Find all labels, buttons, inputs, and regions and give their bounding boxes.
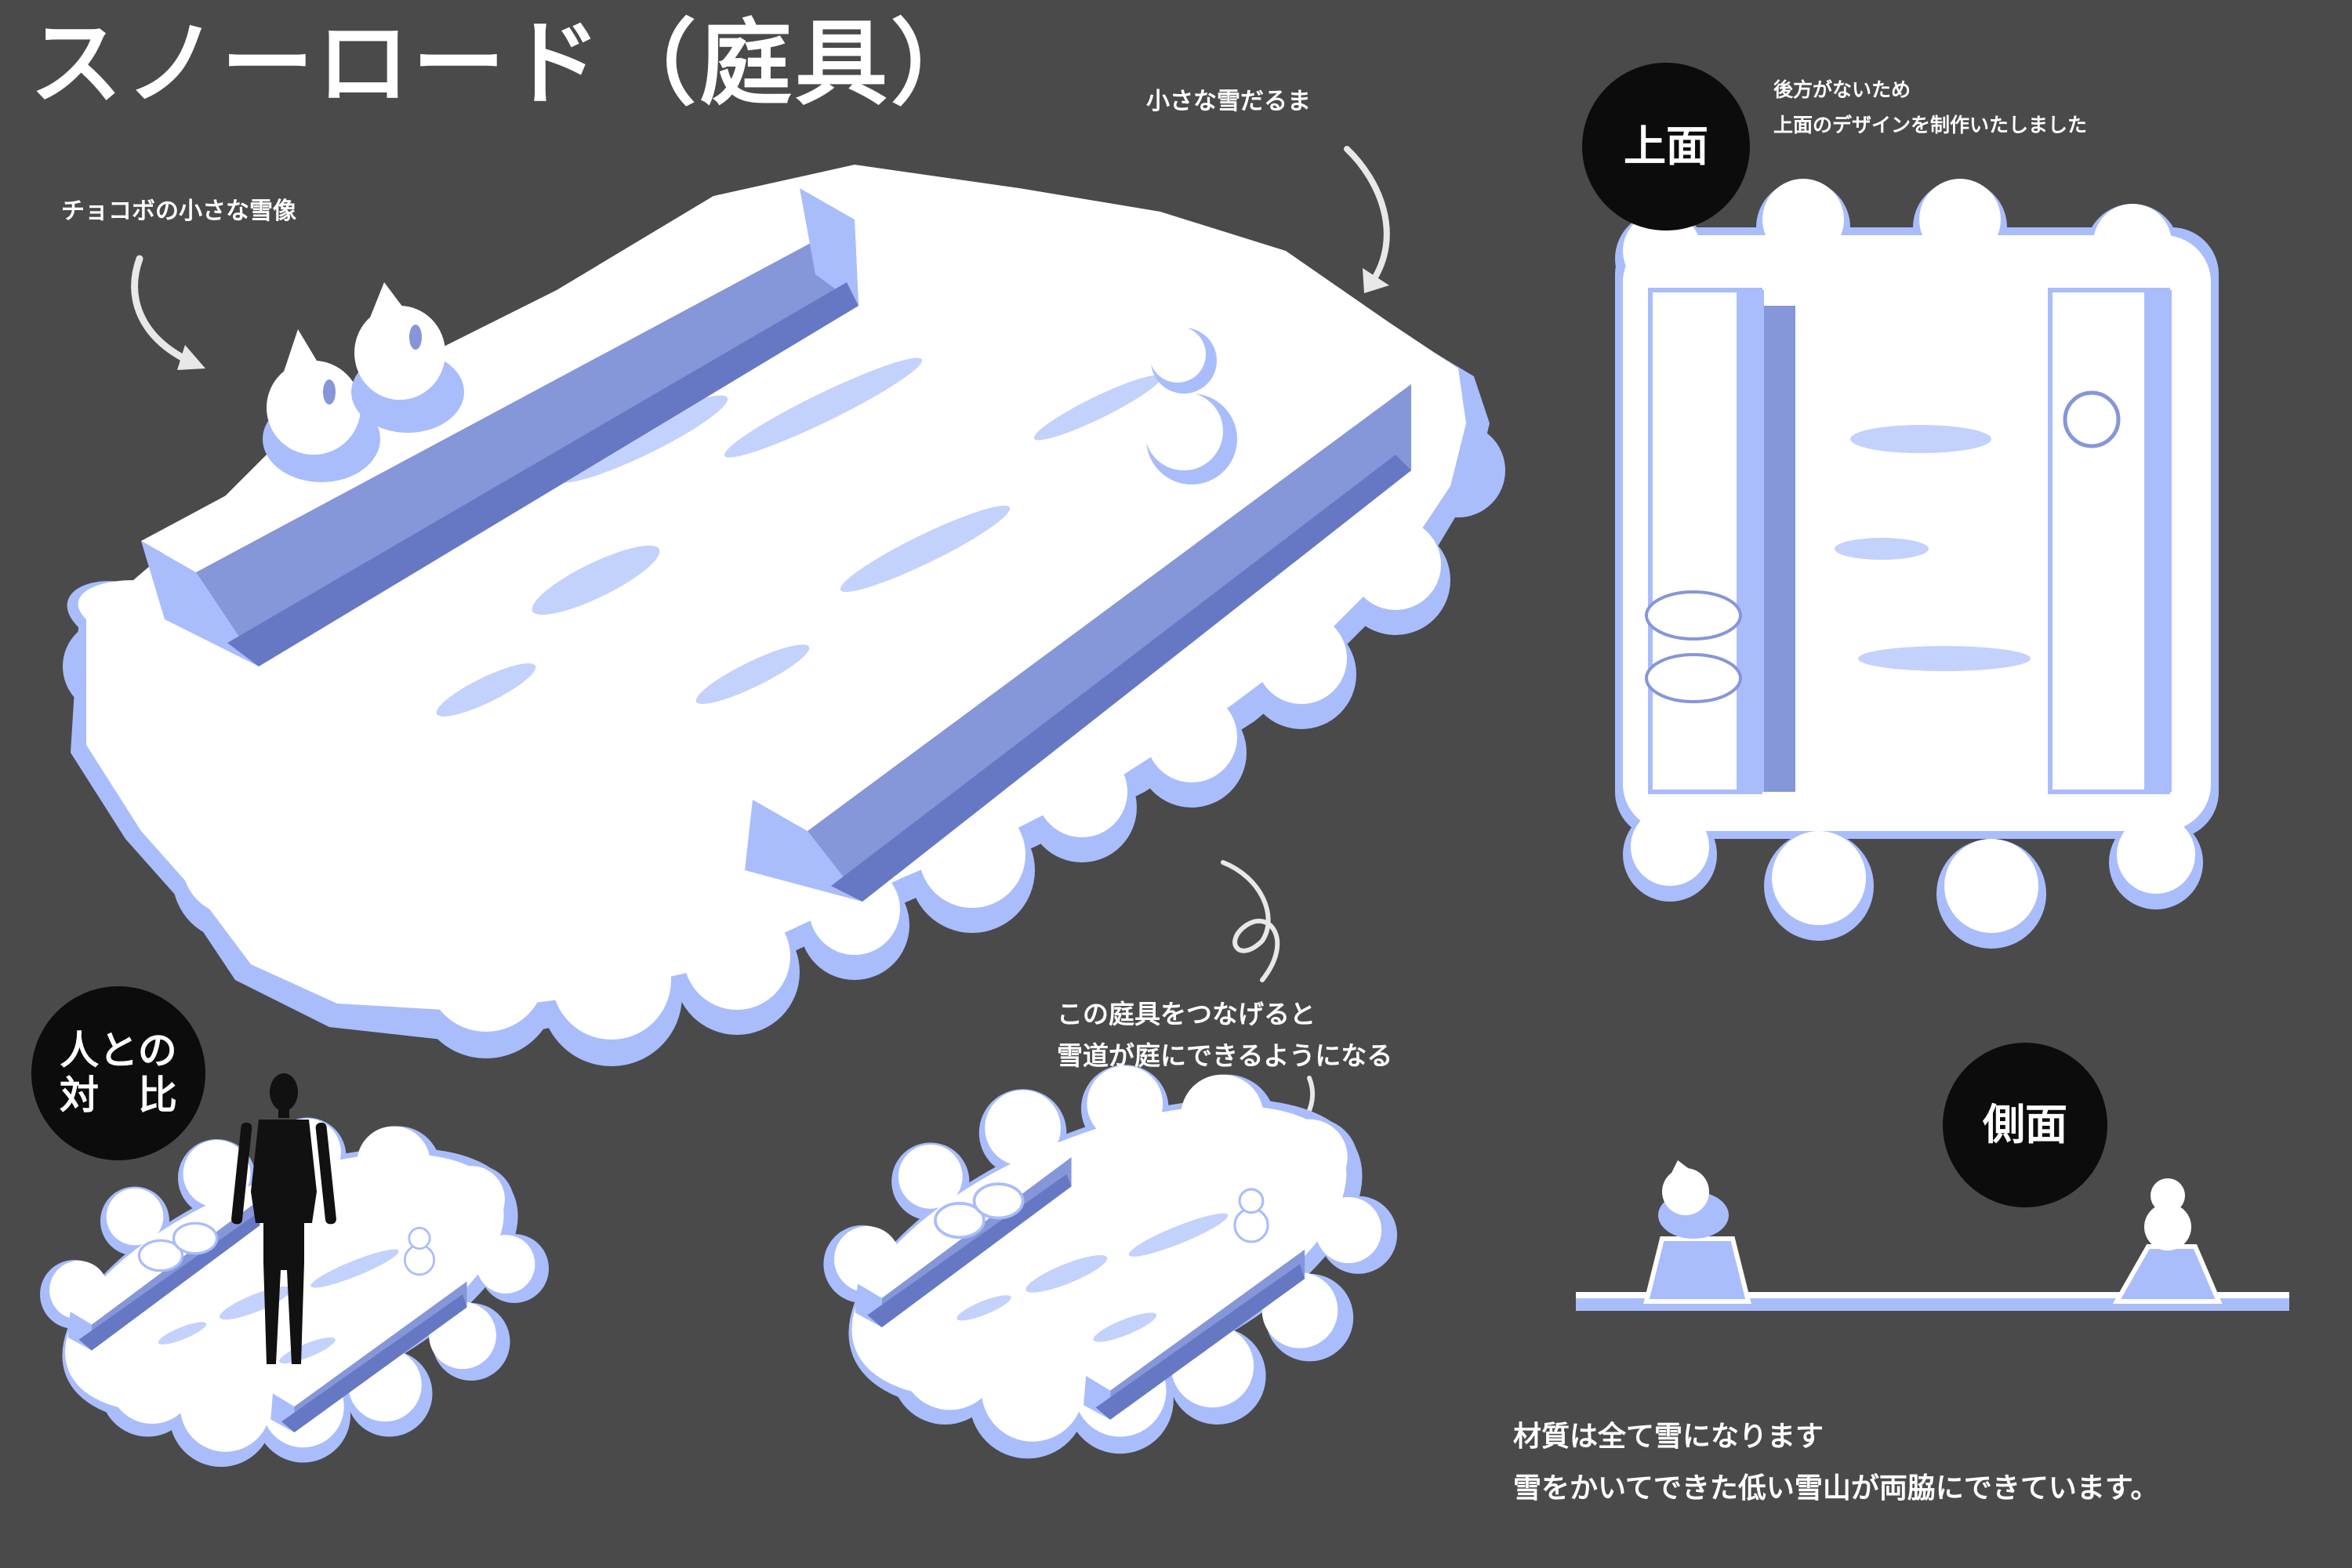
side-view-drawing xyxy=(1576,1160,2289,1311)
comparison-snow-road xyxy=(24,1091,557,1480)
chocobo-statue-icon xyxy=(263,282,464,482)
small-snowman-label: 小さな雪だるま xyxy=(1146,88,1311,115)
top-view-note: 後方がないため 上面のデザインを制作いたしました xyxy=(1773,72,2087,143)
arrow-snowman-icon xyxy=(1344,146,1390,285)
arrow-chocobo-icon xyxy=(131,255,192,365)
arrowhead-snowman-icon xyxy=(1363,268,1389,293)
connected-snow-road xyxy=(805,1035,1406,1474)
compare-badge: 人との 対 比 xyxy=(31,986,205,1160)
main-snow-road xyxy=(63,165,1505,1066)
top-view-drawing xyxy=(1615,179,2219,949)
chocobo-top-icon xyxy=(1645,590,1742,703)
top-view-note-line2: 上面のデザインを制作いたしました xyxy=(1773,114,2088,136)
person-silhouette-icon xyxy=(231,1073,336,1364)
compare-badge-line2: 対 比 xyxy=(60,1073,177,1118)
snowman-icon xyxy=(1145,326,1237,485)
arrow-connect-icon xyxy=(1221,860,1280,982)
material-note-line2: 雪をかいてできた低い雪山が両脇にできています。 xyxy=(1513,1472,2159,1504)
page-title: スノーロード（庭具） xyxy=(30,9,987,118)
arrowhead-chocobo-icon xyxy=(177,345,205,370)
material-note-line1: 材質は全て雪になります xyxy=(1513,1421,1824,1453)
material-note: 材質は全て雪になります 雪をかいてできた低い雪山が両脇にできています。 xyxy=(1513,1415,2158,1511)
top-view-note-line1: 後方がないため xyxy=(1773,78,1911,101)
connect-note-line2: 雪道が庭にできるようになる xyxy=(1057,1040,1393,1071)
compare-badge-line1: 人との xyxy=(60,1027,177,1073)
connect-note: この庭具をつなげると 雪道が庭にできるようになる xyxy=(1057,994,1392,1077)
connect-note-line1: この庭具をつなげると xyxy=(1057,999,1316,1029)
chocobo-statue-label: チョコボの小さな雪像 xyxy=(61,198,296,225)
top-view-badge-label: 上面 xyxy=(1624,121,1708,171)
side-view-badge-label: 側面 xyxy=(1983,1099,2067,1149)
snowman-top-icon xyxy=(2063,390,2121,448)
top-view-badge: 上面 xyxy=(1582,63,1750,230)
side-view-badge: 側面 xyxy=(1943,1043,2107,1207)
